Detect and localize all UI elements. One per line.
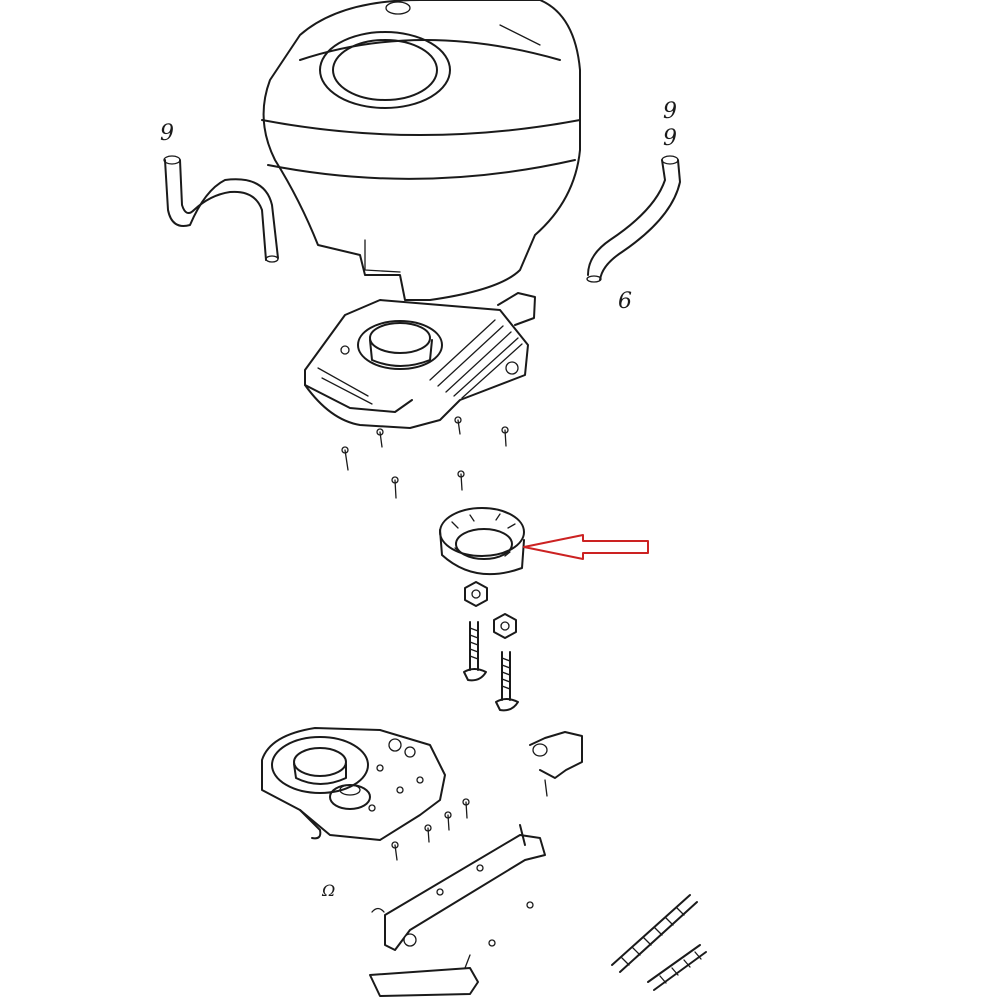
- clip-ring-small: [488, 939, 496, 947]
- mounting-screws-upper: [341, 416, 509, 499]
- left-hose: [163, 155, 279, 263]
- clip-ring: [526, 901, 534, 909]
- seal-ring: [439, 507, 525, 576]
- pedal-arm-bracket: [371, 824, 546, 951]
- toilet-bowl-housing: [261, 0, 581, 301]
- flush-valve-assembly: [304, 292, 536, 429]
- callout-right-hose-bottom: 6: [618, 289, 632, 314]
- callout-right-hose-top: 9: [663, 99, 677, 124]
- callout-right-hose-second: 9: [663, 126, 677, 151]
- bolt-right: [495, 651, 519, 712]
- lower-linkage: [369, 954, 479, 997]
- callout-small-clip: Ω: [321, 881, 335, 900]
- return-spring-left: [611, 894, 698, 973]
- return-spring-right: [647, 944, 707, 991]
- mounting-screws-lower: [391, 798, 470, 861]
- right-hose: [586, 155, 681, 283]
- nut-right: [493, 613, 517, 639]
- callout-left-hose: 9: [160, 121, 174, 146]
- valve-base-plate: [261, 727, 446, 841]
- pointer-arrow: [523, 534, 649, 560]
- pedal-pivot: [529, 731, 583, 797]
- nut-left: [464, 581, 488, 607]
- bolt-left: [463, 621, 487, 682]
